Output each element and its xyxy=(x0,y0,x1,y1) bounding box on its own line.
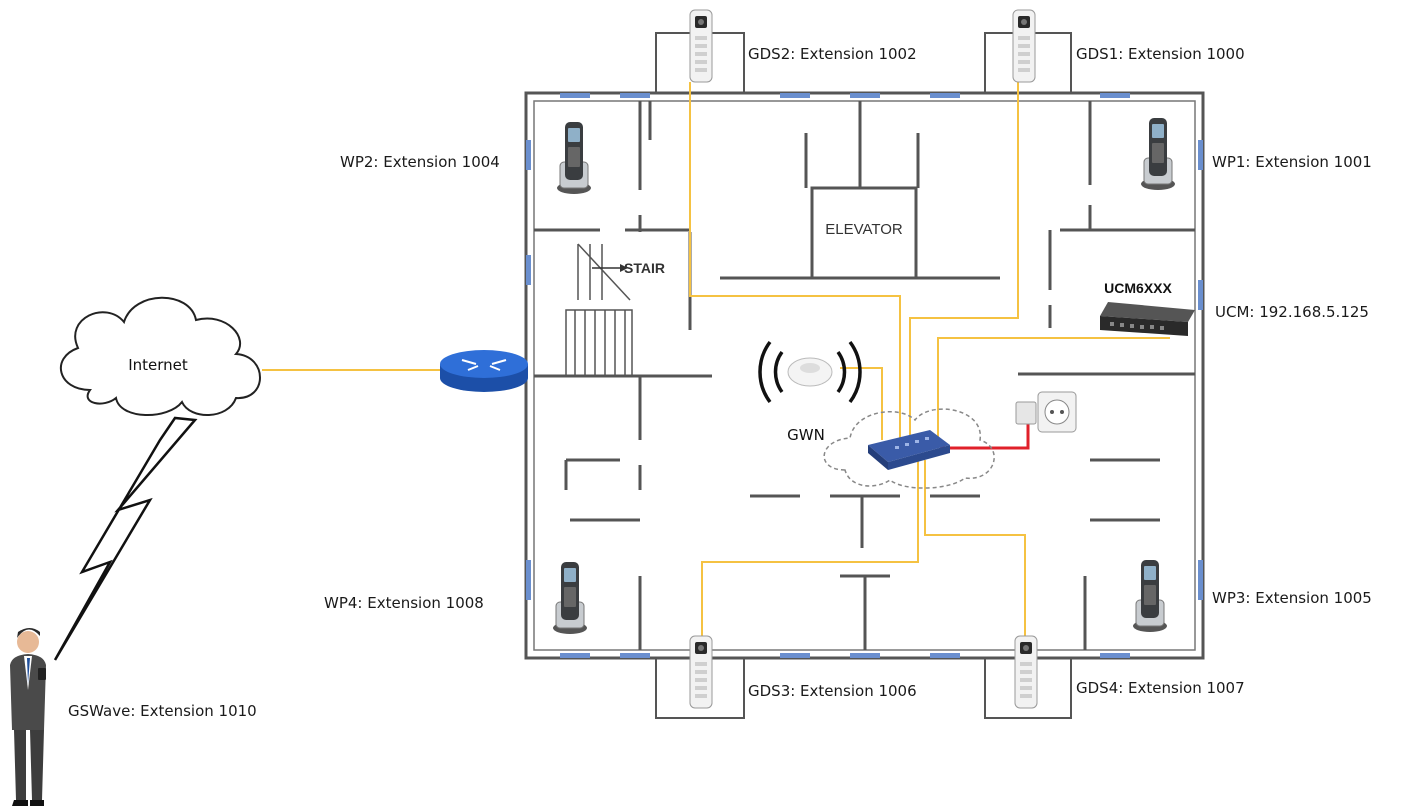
gds1-label: GDS1: Extension 1000 xyxy=(1076,45,1245,63)
businessman-icon xyxy=(10,628,46,806)
stair-arrow-icon xyxy=(592,264,628,272)
ucm-ip-label: UCM: 192.168.5.125 xyxy=(1215,303,1369,321)
network-switch-icon xyxy=(868,430,950,470)
cordless-phone-icon xyxy=(1132,559,1168,633)
ucm-model-label: UCM6XXX xyxy=(1104,280,1172,296)
wp4-label: WP4: Extension 1008 xyxy=(324,594,484,612)
gwn-label: GWN xyxy=(787,426,825,444)
lan-cloud-outline xyxy=(823,408,995,489)
cordless-phone-icon xyxy=(556,121,592,195)
wp1-label: WP1: Extension 1001 xyxy=(1212,153,1372,171)
wp3-label: WP3: Extension 1005 xyxy=(1212,589,1372,607)
elevator-label: ELEVATOR xyxy=(825,221,903,238)
door-station-icon xyxy=(1012,9,1036,83)
gswave-label: GSWave: Extension 1010 xyxy=(68,702,257,720)
cordless-phone-icon xyxy=(552,561,588,635)
cloud-icon xyxy=(59,296,261,416)
ip-pbx-icon xyxy=(1100,302,1195,336)
stair-label: STAIR xyxy=(624,260,665,276)
door-station-icon xyxy=(1014,635,1038,709)
floor-plan xyxy=(524,32,1205,719)
wp2-label: WP2: Extension 1004 xyxy=(340,153,500,171)
internet-label: Internet xyxy=(128,356,188,374)
power-cable xyxy=(940,418,1030,450)
cordless-phone-icon xyxy=(1140,117,1176,191)
wifi-access-point-icon xyxy=(758,340,862,404)
power-outlet-icon xyxy=(1015,391,1077,433)
gds4-label: GDS4: Extension 1007 xyxy=(1076,679,1245,697)
door-station-icon xyxy=(689,635,713,709)
router-icon xyxy=(440,350,528,392)
lightning-link-icon xyxy=(53,416,198,661)
gds3-label: GDS3: Extension 1006 xyxy=(748,682,917,700)
door-station-icon xyxy=(689,9,713,83)
ethernet-cables xyxy=(262,82,1170,640)
gds2-label: GDS2: Extension 1002 xyxy=(748,45,917,63)
